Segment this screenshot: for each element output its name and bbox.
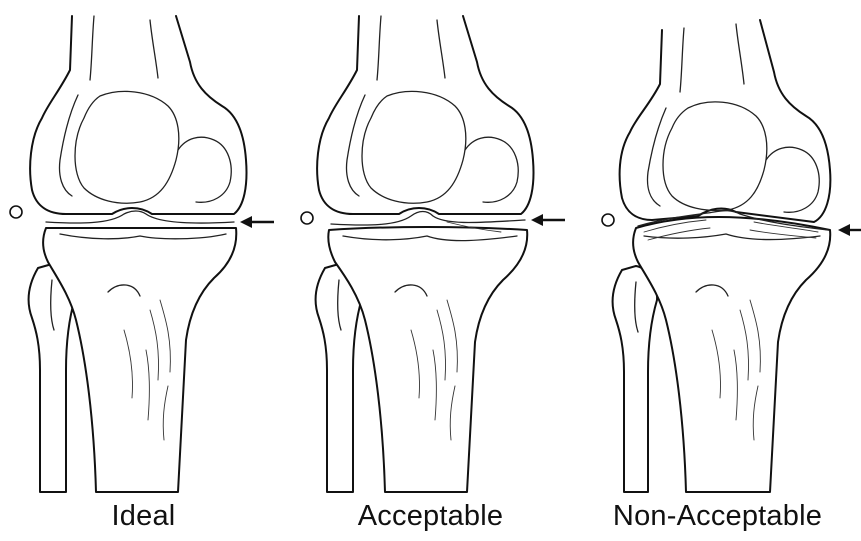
tibia <box>43 228 236 492</box>
tibia <box>633 217 830 492</box>
caption-ideal: Ideal <box>0 500 287 533</box>
panel-non-acceptable: Non-Acceptable <box>574 0 861 541</box>
left-arrow-icon <box>240 216 274 228</box>
knee-illustration-ideal <box>0 0 287 541</box>
caption-non-acceptable: Non-Acceptable <box>574 500 861 533</box>
knee-illustration-acceptable <box>287 0 574 541</box>
panel-ideal: Ideal <box>0 0 287 541</box>
left-arrow-icon <box>531 214 565 226</box>
panel-acceptable: Acceptable <box>287 0 574 541</box>
caption-acceptable: Acceptable <box>287 500 574 533</box>
left-arrow-icon <box>838 224 861 236</box>
tibia <box>328 227 527 492</box>
circle-marker-icon <box>602 214 614 226</box>
fibula <box>316 264 362 492</box>
knee-illustration-non-acceptable <box>574 0 861 541</box>
femur <box>620 20 831 222</box>
circle-marker-icon <box>10 206 22 218</box>
circle-marker-icon <box>301 212 313 224</box>
